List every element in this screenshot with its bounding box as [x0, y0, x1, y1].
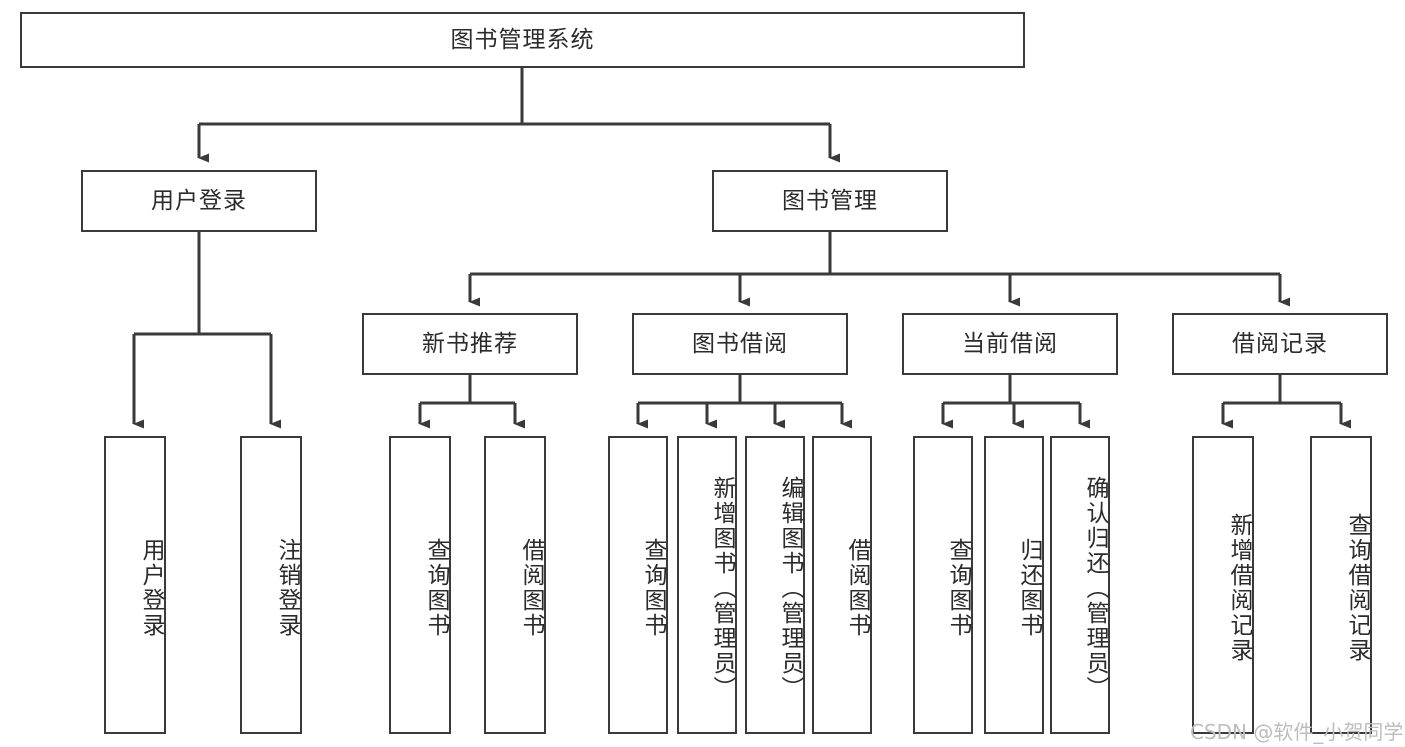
node-label: 查询图书	[945, 538, 971, 638]
node-leaf-borrow-book-1[interactable]: 借阅图书	[484, 436, 546, 734]
node-leaf-logout-login[interactable]: 注销登录	[240, 436, 302, 734]
node-label: 借阅图书	[844, 538, 870, 638]
node-leaf-add-record[interactable]: 新增借阅记录	[1192, 436, 1254, 734]
node-book-borrow[interactable]: 图书借阅	[632, 313, 848, 375]
node-leaf-query-record[interactable]: 查询借阅记录	[1310, 436, 1372, 734]
node-leaf-edit-book[interactable]: 编辑图书（管理员）	[745, 436, 805, 734]
node-label: 归还图书	[1016, 538, 1042, 638]
node-user-login[interactable]: 用户登录	[81, 170, 317, 232]
node-label: 新增借阅记录	[1226, 513, 1252, 663]
node-label: 确认归还（管理员）	[1082, 475, 1108, 701]
node-label: 编辑图书（管理员）	[777, 475, 803, 701]
node-label: 图书借阅	[692, 330, 788, 357]
node-label: 查询借阅记录	[1344, 513, 1370, 663]
node-leaf-query-book-3[interactable]: 查询图书	[913, 436, 973, 734]
node-leaf-borrow-book-2[interactable]: 借阅图书	[812, 436, 872, 734]
node-label: 用户登录	[138, 538, 164, 638]
node-new-book-recommend[interactable]: 新书推荐	[362, 313, 578, 375]
node-label: 借阅图书	[518, 538, 544, 638]
node-root-system[interactable]: 图书管理系统	[20, 12, 1025, 68]
node-leaf-confirm-return[interactable]: 确认归还（管理员）	[1050, 436, 1110, 734]
node-leaf-query-book-2[interactable]: 查询图书	[608, 436, 668, 734]
node-borrow-record[interactable]: 借阅记录	[1172, 313, 1388, 375]
node-leaf-return-book[interactable]: 归还图书	[984, 436, 1044, 734]
node-label: 借阅记录	[1232, 330, 1328, 357]
node-current-borrow[interactable]: 当前借阅	[902, 313, 1118, 375]
node-label: 新书推荐	[422, 330, 518, 357]
node-label: 用户登录	[151, 187, 247, 214]
node-label: 新增图书（管理员）	[709, 475, 735, 701]
watermark-text: CSDN @软件_小贺同学	[1190, 720, 1404, 744]
node-label: 图书管理系统	[450, 26, 595, 53]
node-book-management[interactable]: 图书管理	[712, 170, 948, 232]
node-leaf-query-book-1[interactable]: 查询图书	[389, 436, 451, 734]
node-label: 注销登录	[274, 538, 300, 638]
node-label: 当前借阅	[962, 330, 1058, 357]
node-label: 图书管理	[782, 187, 878, 214]
node-label: 查询图书	[640, 538, 666, 638]
node-leaf-user-login[interactable]: 用户登录	[104, 436, 166, 734]
node-label: 查询图书	[423, 538, 449, 638]
node-leaf-add-book[interactable]: 新增图书（管理员）	[677, 436, 737, 734]
